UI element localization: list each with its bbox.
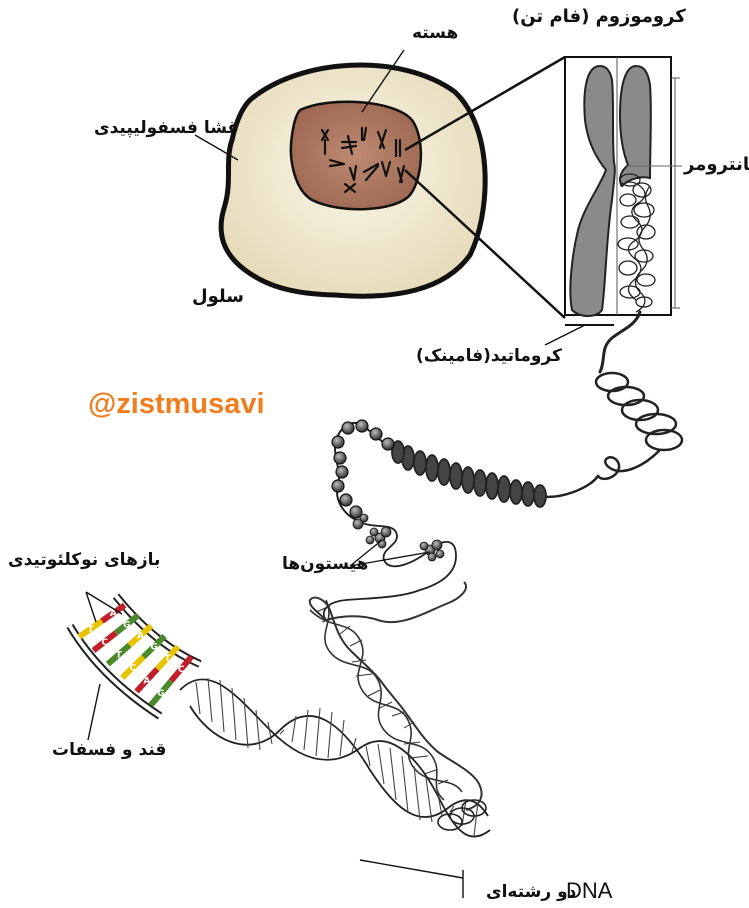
chromatin-fiber xyxy=(335,312,682,520)
base-letter: G xyxy=(123,620,130,630)
label-histones: هیستون‌ها xyxy=(282,556,368,573)
label-centromere: سانترومر xyxy=(684,156,749,174)
nucleus xyxy=(291,102,421,210)
label-chromosome: کروموزوم (فام تن) xyxy=(512,8,686,26)
chromosome-panel xyxy=(545,57,682,345)
label-membrane: غشا فسفولیپیدی xyxy=(94,120,239,137)
base-letter: C xyxy=(101,638,108,648)
base-letter: T xyxy=(87,625,94,635)
label-dna: DNA xyxy=(566,880,612,902)
base-letter: T xyxy=(116,651,123,661)
label-sugar-phosphate: قند و فسفات xyxy=(52,742,166,759)
label-nucleus: هسته xyxy=(412,25,458,42)
base-letter: C xyxy=(178,665,185,675)
label-chromatid: کروماتید(فامینک) xyxy=(416,348,562,365)
base-letter: G xyxy=(150,643,157,653)
base-letter: T xyxy=(165,654,172,664)
dna-loose-loop xyxy=(310,582,482,810)
label-cell: سلول xyxy=(192,288,244,306)
base-letter: C xyxy=(129,663,136,673)
label-dna-double: دو رشته‌ای xyxy=(486,884,576,901)
nucleosome-beads xyxy=(332,420,394,518)
watermark-handle: @zistmusavi xyxy=(88,390,265,419)
base-letter: A xyxy=(143,676,150,686)
base-letter: A xyxy=(137,631,144,641)
dna-helix-upper xyxy=(310,600,462,800)
base-letter: G xyxy=(157,689,164,699)
dna-helix-lower xyxy=(180,678,490,837)
cell xyxy=(221,65,485,296)
label-nucleotide-bases: بازهای نوکلئوتیدی xyxy=(8,552,160,569)
